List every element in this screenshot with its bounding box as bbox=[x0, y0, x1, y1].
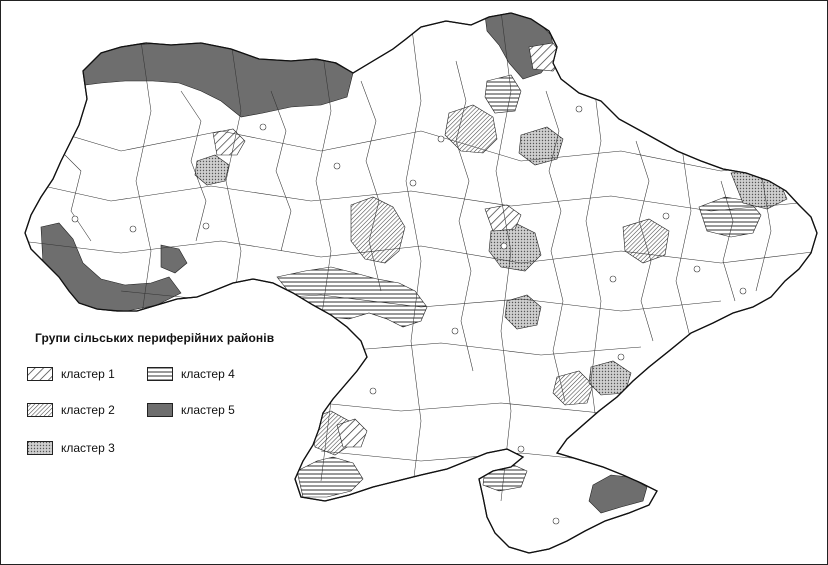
region-south-center-dots bbox=[504, 294, 542, 330]
region-west-dots bbox=[194, 154, 230, 186]
region-south-east-diag-dense bbox=[552, 370, 594, 406]
legend-swatch-horizontal bbox=[147, 367, 173, 381]
region-east-horizontal bbox=[698, 196, 762, 238]
region-west-dark-2 bbox=[160, 244, 188, 274]
legend-swatch-diag-sparse bbox=[27, 367, 53, 381]
region-center-diag-dense bbox=[350, 196, 406, 264]
legend-item-cluster-1: кластер 1 bbox=[27, 367, 115, 381]
legend-swatch-diag-dense bbox=[27, 403, 53, 417]
legend-label: кластер 3 bbox=[61, 441, 115, 455]
region-center-diag-sparse bbox=[484, 204, 522, 232]
region-south-horizontal bbox=[296, 456, 364, 498]
legend-swatch-dark-fill bbox=[147, 403, 173, 417]
legend-title: Групи сільських периферійних районів bbox=[35, 331, 275, 345]
region-south-diag-sparse bbox=[336, 418, 368, 448]
region-east-diag-dense bbox=[622, 218, 670, 264]
legend-item-cluster-3: кластер 3 bbox=[27, 441, 115, 455]
legend-label: кластер 1 bbox=[61, 367, 115, 381]
legend-swatch-dots bbox=[27, 441, 53, 455]
region-crimea-dark bbox=[588, 474, 648, 514]
region-center-dots bbox=[488, 222, 542, 272]
legend-label: кластер 4 bbox=[181, 367, 235, 381]
legend-item-cluster-4: кластер 4 bbox=[147, 367, 235, 381]
region-north-dots bbox=[518, 126, 564, 166]
legend-item-cluster-5: кластер 5 bbox=[147, 403, 235, 417]
region-north-diag-sparse bbox=[528, 42, 564, 72]
town-enclaves bbox=[71, 105, 747, 525]
legend-label: кластер 5 bbox=[181, 403, 235, 417]
region-north-diag-dense bbox=[444, 104, 498, 154]
region-west-diag-sparse bbox=[212, 128, 246, 156]
legend-item-cluster-2: кластер 2 bbox=[27, 403, 115, 417]
region-north-horizontal bbox=[484, 74, 522, 114]
legend-label: кластер 2 bbox=[61, 403, 115, 417]
